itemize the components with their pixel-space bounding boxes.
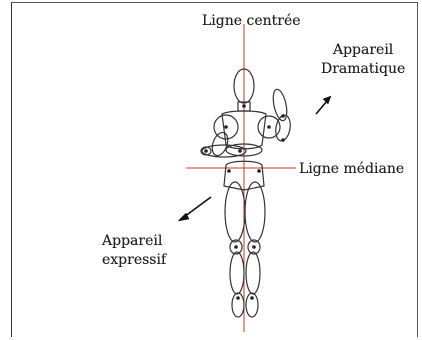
label-appareil-dramatique-line2: Dramatique (321, 60, 405, 79)
label-appareil-dramatique: Appareil Dramatique (321, 41, 405, 79)
label-appareil-expressif: Appareil expressif (102, 232, 166, 270)
label-appareil-expressif-line2: expressif (102, 251, 166, 270)
label-appareil-dramatique-line1: Appareil (321, 41, 405, 60)
right-upper-arm (274, 114, 292, 142)
arrow-dramatique (316, 96, 331, 114)
arrow-expressif (178, 197, 211, 221)
mannequin-figure (201, 69, 292, 317)
left-thigh (225, 182, 245, 242)
label-ligne-mediane: Ligne médiane (299, 160, 404, 179)
left-upper-arm (209, 130, 230, 157)
right-thigh (245, 182, 265, 242)
right-shin (246, 252, 260, 294)
label-ligne-centree: Ligne centrée (202, 12, 301, 31)
left-shin (230, 252, 244, 294)
label-appareil-expressif-line1: Appareil (102, 232, 166, 251)
